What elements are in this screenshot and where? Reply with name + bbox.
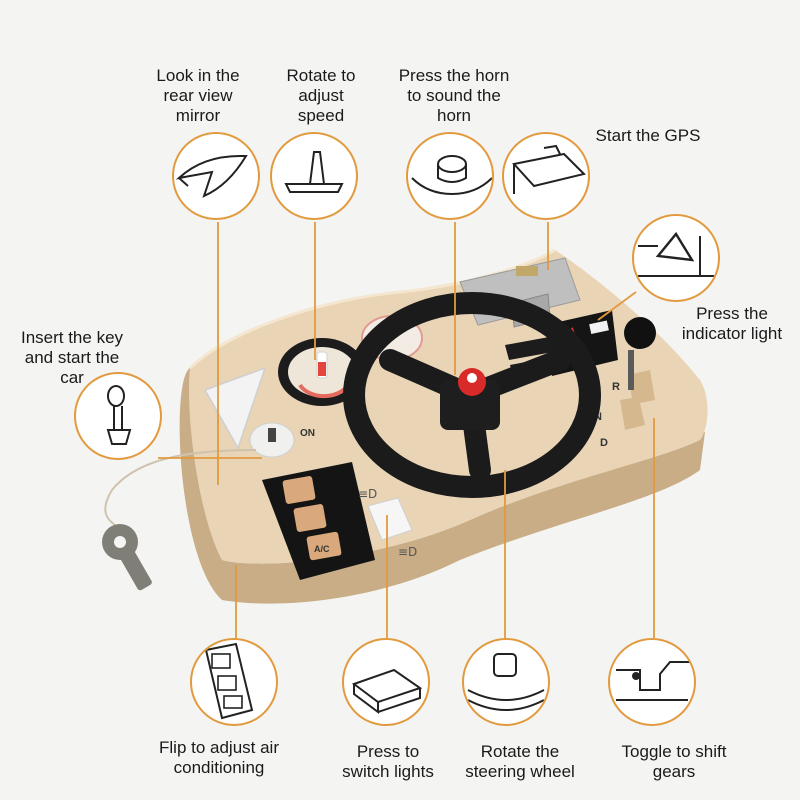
hazard-triangle-icon — [632, 214, 720, 302]
car-key-icon — [74, 372, 162, 460]
gear-shifter-icon — [608, 638, 696, 726]
callout-label-mirror: Look in the rear view mirror — [156, 66, 240, 125]
callout-label-gps: Start the GPS — [595, 126, 701, 145]
horn-button-icon — [406, 132, 494, 220]
callout-label-speed: Rotate to adjust speed — [286, 66, 356, 125]
gps-screen-icon — [502, 132, 590, 220]
steering-wheel-icon — [462, 638, 550, 726]
callout-label-key: Insert the key and start the car — [20, 328, 124, 387]
light-button-icon — [342, 638, 430, 726]
callout-label-lights: Press to switch lights — [342, 742, 434, 781]
steering-wheel[interactable] — [343, 292, 601, 498]
speed-knob-icon — [270, 132, 358, 220]
svg-text:≡D: ≡D — [398, 545, 417, 559]
ignition-on-label: ON — [300, 428, 315, 439]
callout-label-ac: Flip to adjust air conditioning — [159, 738, 279, 777]
ac-button-label: A/C — [314, 544, 330, 554]
gear-letter-r: R — [612, 381, 620, 393]
gear-letter-d: D — [600, 437, 608, 449]
callout-label-gears: Toggle to shift gears — [621, 742, 727, 781]
callout-label-wheel: Rotate the steering wheel — [465, 742, 575, 781]
callout-label-horn: Press the horn to sound the horn — [398, 66, 510, 125]
toy-key[interactable] — [102, 524, 153, 591]
svg-text:≡D: ≡D — [358, 487, 377, 501]
rear-view-mirror-icon — [172, 132, 260, 220]
ac-switch-icon — [190, 638, 278, 726]
callout-label-indicator: Press the indicator light — [681, 304, 783, 343]
